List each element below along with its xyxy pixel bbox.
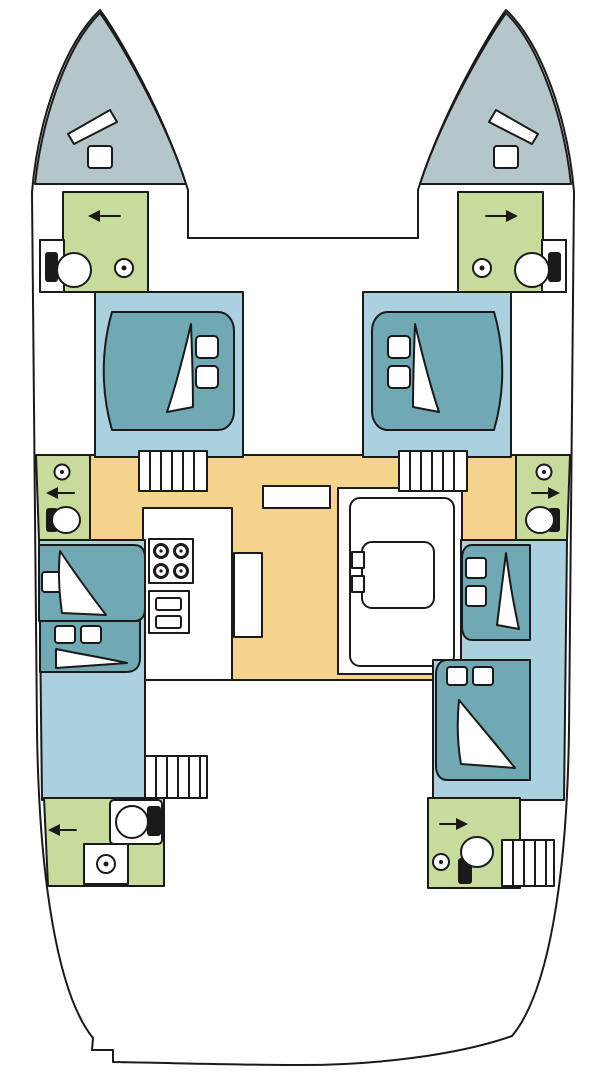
head-mid-starboard (515, 454, 571, 541)
bow-hatch-icon (488, 109, 539, 145)
pillow-icon (195, 365, 219, 389)
arrow-head (548, 487, 560, 499)
arrow-right-icon (439, 818, 468, 830)
dinette (337, 487, 463, 675)
sink-basin (155, 615, 182, 629)
sink-drain (60, 470, 64, 474)
arrow-left-icon (46, 487, 75, 499)
sink-drain (439, 860, 443, 864)
toilet-bowl (51, 506, 81, 534)
stairs-forward-starboard (398, 450, 468, 492)
stairs-forward-port (138, 450, 208, 492)
head-mid-port (35, 454, 91, 541)
burner-dot (179, 569, 183, 573)
stairs-aft-starboard (501, 839, 555, 887)
galley (142, 507, 233, 681)
pillow-icon (465, 585, 487, 607)
stove-icon (148, 538, 194, 584)
sink-icon (472, 258, 492, 278)
sink-drain (479, 265, 485, 271)
arrow-head (88, 210, 100, 222)
pillow-icon (387, 365, 411, 389)
toilet-icon (525, 506, 560, 534)
head-forward-port (39, 191, 149, 293)
duvet-icon (166, 323, 194, 413)
cabin-forward-port (94, 291, 244, 458)
toilet-icon (45, 252, 92, 288)
toilet-tank (548, 252, 561, 282)
bow-locker-starboard (419, 12, 572, 185)
arrow-right-icon (531, 487, 560, 499)
burner-dot (179, 549, 183, 553)
toilet-bowl (525, 506, 555, 534)
seat-cushion (351, 575, 365, 593)
duvet-icon (57, 550, 107, 616)
sink-drain (542, 470, 546, 474)
burner-dot (159, 549, 163, 553)
deck-locker (262, 485, 331, 509)
sink-icon (535, 463, 553, 481)
toilet-tank (147, 806, 161, 836)
toilet-icon (514, 252, 561, 288)
sink-icon (96, 854, 116, 874)
saloon-table (361, 541, 435, 609)
duvet-icon (456, 699, 516, 769)
cabin-mid-starboard (432, 539, 568, 801)
duvet-icon (55, 648, 128, 669)
head-aft-port (43, 797, 165, 887)
duvet-icon (496, 552, 520, 630)
arrow-left-icon (88, 210, 121, 222)
pillow-icon (54, 625, 76, 644)
toilet-icon (115, 805, 161, 839)
duvet-icon (412, 323, 440, 413)
galley-island (233, 552, 263, 638)
plan-root (31, 9, 575, 1066)
arrow-head (48, 824, 60, 836)
cabin-forward-starboard (362, 291, 512, 458)
bow-hatch-icon (67, 109, 118, 145)
pillow-icon (195, 335, 219, 359)
arrow-left-icon (48, 824, 77, 836)
settee-outline (349, 497, 455, 667)
pillow-icon (446, 666, 468, 686)
pillow-icon (472, 666, 494, 686)
seat-cushion (351, 551, 365, 569)
stairs-frame (144, 755, 208, 799)
arrow-head (46, 487, 58, 499)
pillow-icon (387, 335, 411, 359)
arrow-head (506, 210, 518, 222)
sink-icon (432, 853, 450, 871)
sink-drain (121, 265, 127, 271)
deck-hatch-icon (87, 145, 113, 169)
toilet-bowl (115, 805, 149, 839)
sink-drain (103, 861, 109, 867)
toilet-icon (46, 506, 81, 534)
pillow-icon (465, 557, 487, 579)
sink-icon (114, 258, 134, 278)
toilet-bowl (460, 836, 494, 868)
toilet-tank (45, 252, 58, 282)
toilet-bowl (514, 252, 550, 288)
cabin-mid-port (38, 539, 146, 801)
arrow-right-icon (485, 210, 518, 222)
pillow-icon (80, 625, 102, 644)
sink-icon (53, 463, 71, 481)
bow-locker-port (34, 12, 187, 185)
burner-dot (159, 569, 163, 573)
deck-hatch-icon (493, 145, 519, 169)
arrow-head (456, 818, 468, 830)
head-forward-starboard (457, 191, 567, 293)
stairs-aft-port (144, 755, 208, 799)
sink-basin (155, 597, 182, 611)
galley-sink-icon (148, 590, 190, 634)
toilet-icon (458, 836, 494, 884)
toilet-bowl (56, 252, 92, 288)
